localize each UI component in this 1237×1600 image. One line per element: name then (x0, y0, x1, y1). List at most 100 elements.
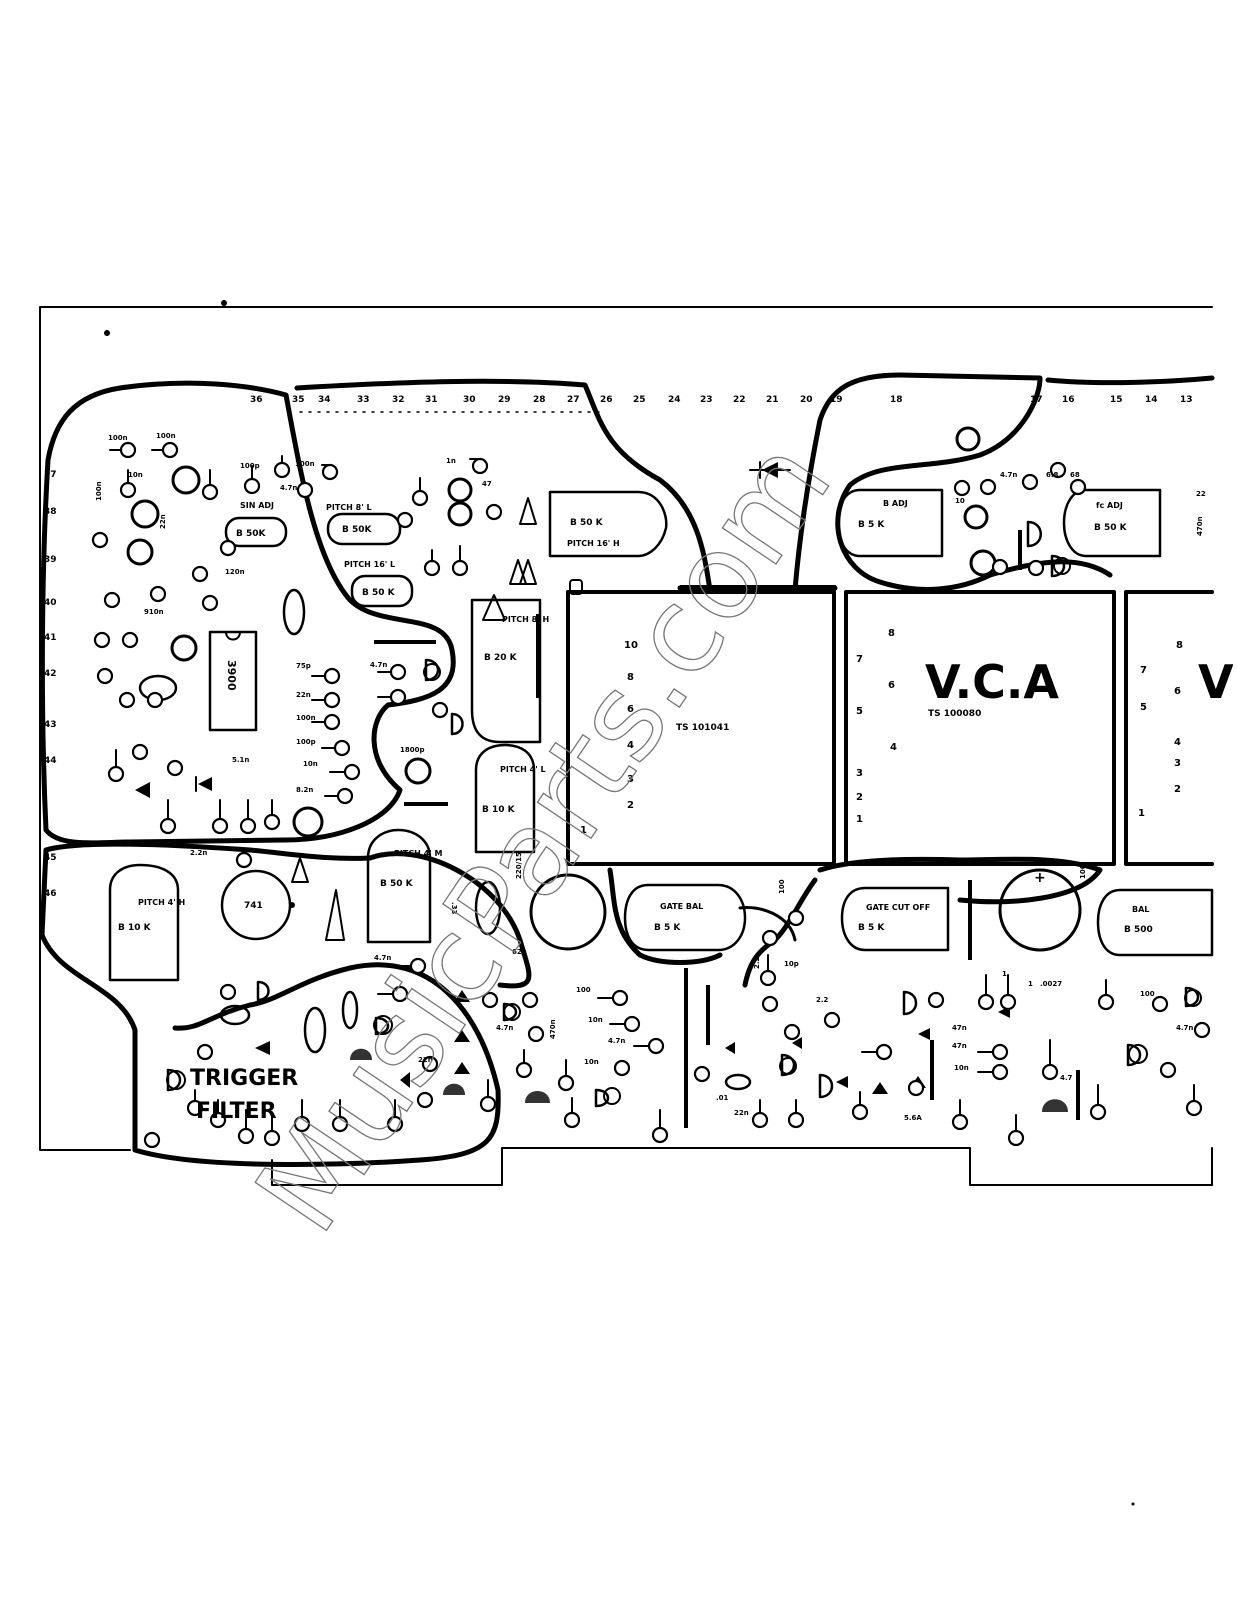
module-pin: 1 (580, 825, 587, 836)
pin-number: 31 (425, 395, 438, 405)
trimmer-triangles (291, 497, 537, 941)
pot-value: B 10 K (118, 923, 152, 933)
pot-pitch-4m: PITCH 4' M B 50 K (366, 828, 442, 944)
pin-number: 33 (357, 395, 370, 405)
trimmer-pots: SIN ADJ B 50K PITCH 8' L B 50K PITCH 16'… (108, 488, 1214, 982)
pot-sin-adj: SIN ADJ B 50K (224, 501, 288, 548)
module-pin: 5 (856, 706, 863, 717)
vca-title: V.C.A (925, 655, 1059, 709)
component-value: 4.7n (1176, 1024, 1193, 1032)
pin-number: 34 (318, 395, 331, 405)
board-outline (39, 300, 1213, 1186)
component-value: 100n (156, 432, 176, 440)
component-value: 10p (784, 960, 799, 968)
trigger-label: TRIGGER (190, 1066, 298, 1091)
component-value: 470n (549, 1019, 557, 1039)
module-pin: 4 (1174, 737, 1181, 748)
component-value: 1n (446, 457, 456, 465)
component-value: 75p (296, 662, 311, 670)
module-pin: 1 (1138, 808, 1145, 819)
module-pin: 4 (890, 742, 897, 753)
component-value: 5.1n (232, 756, 249, 764)
pot-name: PITCH 4' L (500, 765, 546, 774)
pot-name: SIN ADJ (240, 501, 274, 510)
component-value: 68 (1070, 471, 1080, 479)
component-value: 4.7n (374, 954, 391, 962)
copper-regions (39, 372, 1215, 1167)
module-pin: 1 (856, 814, 863, 825)
module-vca-2: V 8 7 6 5 4 3 2 1 (1124, 590, 1234, 866)
module-pin: 2 (627, 800, 634, 811)
pot-pitch-8h: PITCH 8' H B 20 K (470, 598, 549, 744)
pin-number: 27 (567, 395, 580, 405)
module-pin: 7 (856, 654, 863, 665)
module-pin: 8 (888, 628, 895, 639)
pot-value: B 5 K (858, 923, 885, 933)
pot-value: B 50 K (362, 588, 396, 598)
component-value: 100n (296, 714, 316, 722)
pin-number: 44 (44, 756, 57, 766)
component-value: 100n (295, 460, 315, 468)
section-labels: TRIGGER FILTER (190, 1066, 298, 1124)
component-value: 100 (576, 986, 591, 994)
module-pin: 6 (627, 704, 634, 715)
pin-number: 23 (700, 395, 713, 405)
pot-name: PITCH 8' H (502, 615, 549, 624)
component-value: 1 (1002, 970, 1007, 978)
ic-3900: 3900 (208, 630, 258, 732)
component-value: 22n (159, 514, 167, 529)
pot-value: B 500 (1124, 925, 1153, 935)
pot-name: PITCH 4' H (138, 898, 185, 907)
pin-number: 43 (44, 720, 57, 730)
component-value: 2.2 (753, 956, 761, 969)
module-pin: 2 (856, 792, 863, 803)
module-part-number: TS 100080 (928, 709, 981, 719)
pot-pitch-4l: PITCH 4' L B 10 K (474, 743, 546, 854)
pot-name: PITCH 16' H (567, 539, 620, 548)
component-value: 10n (954, 1064, 969, 1072)
pin-number: 15 (1110, 395, 1123, 405)
component-value: 2.2n (190, 849, 207, 857)
pin-number: 37 (44, 470, 57, 480)
module-pin: 7 (1140, 665, 1147, 676)
component-value: 6.8 (1046, 471, 1059, 479)
pin-number: 16 (1062, 395, 1075, 405)
filter-label: FILTER (196, 1099, 277, 1124)
ic-741: 741 (220, 869, 295, 941)
ic-label: 3900 (225, 660, 238, 691)
pin-number: 32 (392, 395, 405, 405)
pot-pitch-16h: B 50 K PITCH 16' H (548, 490, 668, 558)
pot-name: BAL (1132, 905, 1149, 914)
component-value: 100n (108, 434, 128, 442)
pin-number: 26 (600, 395, 613, 405)
pin-number: 38 (44, 507, 57, 517)
component-value: 4.7n (370, 661, 387, 669)
pin-number: 17 (1030, 395, 1043, 405)
module-pin: 8 (1176, 640, 1183, 651)
pin-number: 46 (44, 889, 57, 899)
pin-number: 45 (44, 853, 57, 863)
pot-value: B 5 K (858, 520, 885, 530)
component-value: 100 (1140, 990, 1155, 998)
module-title: V (1198, 655, 1234, 709)
component-value: 10n (128, 471, 143, 479)
component-value: 100p (240, 462, 260, 470)
component-value: 47 (482, 480, 492, 488)
electrolytic-capacitors: + (126, 426, 1082, 1091)
pot-bal: BAL B 500 (1096, 888, 1214, 957)
component-value: 1800p (400, 746, 425, 754)
module-pin: 6 (1174, 686, 1181, 697)
polarity-markers (166, 557, 1202, 1105)
transistors (166, 520, 1200, 1112)
module-vca: V.C.A TS 100080 7 5 3 2 1 8 6 4 (844, 590, 1116, 866)
pot-name: fc ADJ (1096, 501, 1123, 510)
pot-pitch-8l: PITCH 8' L B 50K (326, 503, 402, 546)
pin-number: 18 (890, 395, 903, 405)
jumpers (374, 530, 1080, 1128)
component-value: 62n (512, 948, 527, 956)
pot-name: GATE BAL (660, 902, 703, 911)
module-ts101041: 10 8 6 4 3 2 1 TS 101041 (566, 579, 836, 866)
pot-value: B 20 K (484, 653, 518, 663)
pot-fc-adj: fc ADJ B 50 K (1062, 488, 1162, 558)
component-value: .01 (716, 1094, 729, 1102)
